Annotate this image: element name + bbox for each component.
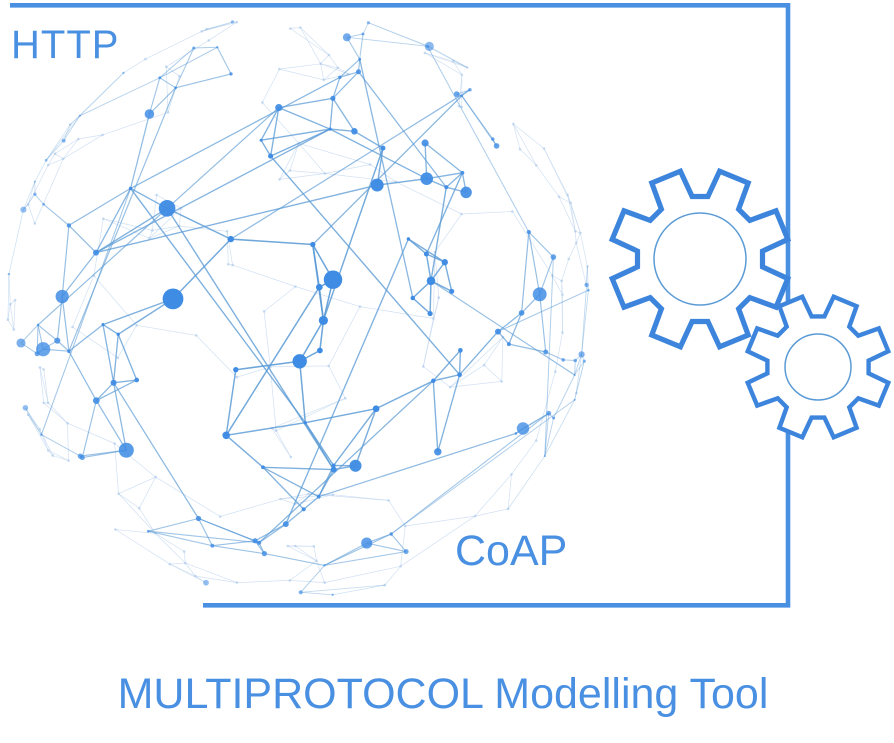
gear-icon-large — [608, 167, 792, 351]
page-title: MULTIPROTOCOL Modelling Tool — [117, 670, 769, 718]
network-globe-icon — [6, 20, 590, 597]
gear-icon-small — [744, 293, 892, 441]
coap-label: CoAP — [455, 527, 568, 575]
http-label: HTTP — [11, 23, 120, 67]
